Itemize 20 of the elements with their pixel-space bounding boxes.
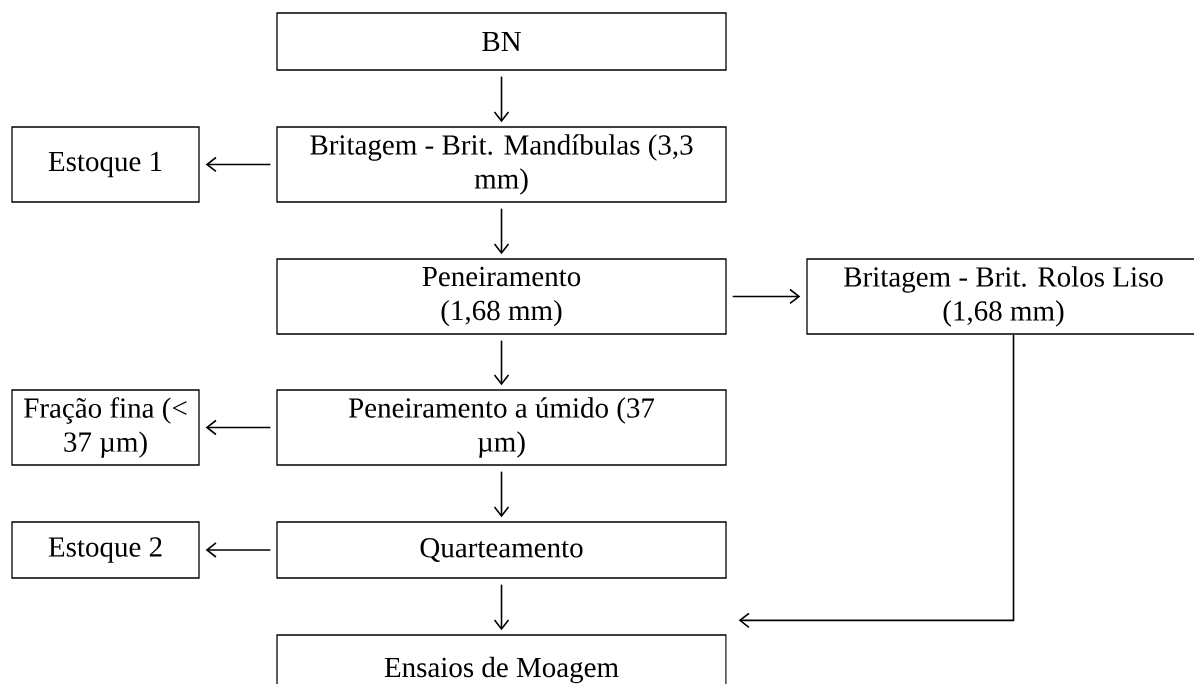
process-box: Peneiramento a úmido (37 µm) xyxy=(276,389,727,466)
process-box: BN xyxy=(276,12,727,71)
arrow xyxy=(493,470,510,518)
process-box: Quarteamento xyxy=(276,521,727,579)
process-box: Britagem - Brit. Rolos Liso (1,68 mm) xyxy=(806,258,1194,335)
arrow xyxy=(493,583,510,631)
arrow xyxy=(493,75,510,123)
process-box: Peneiramento (1,68 mm) xyxy=(276,258,727,335)
process-box: Ensaios de Moagem xyxy=(276,634,727,684)
arrow xyxy=(493,339,510,386)
process-box: Fração fina (< 37 µm) xyxy=(11,389,200,466)
process-box: Britagem - Brit. Mandíbulas (3,3 mm) xyxy=(276,126,727,203)
process-box: Estoque 1 xyxy=(11,126,200,203)
arrow xyxy=(205,156,272,173)
process-box: Estoque 2 xyxy=(11,521,200,579)
arrow xyxy=(205,542,272,558)
arrow xyxy=(731,288,801,305)
arrow xyxy=(738,333,1015,629)
arrow xyxy=(205,419,272,436)
arrow xyxy=(493,207,510,255)
